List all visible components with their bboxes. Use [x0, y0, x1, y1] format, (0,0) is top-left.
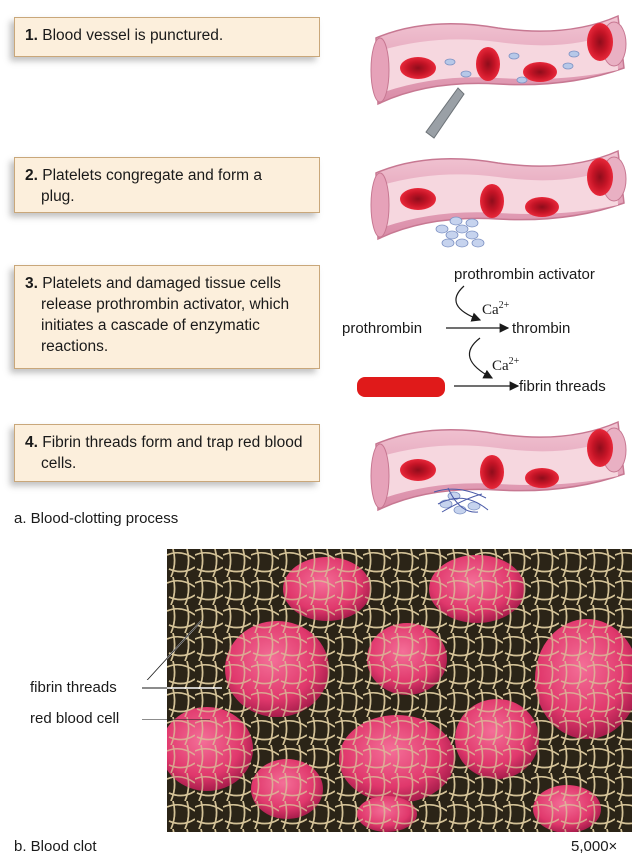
label-thrombin: thrombin [512, 320, 571, 337]
label-fibrin-threads-cascade: fibrin threads [519, 378, 606, 395]
label-prothrombin-activator: prothrombin activator [454, 266, 595, 283]
caption-part-a: a. Blood-clotting process [14, 510, 179, 527]
micrograph-leader-lines [146, 620, 203, 680]
label-red-blood-cell-micro: red blood cell [30, 710, 120, 727]
needle [425, 87, 465, 139]
step-3-text: Platelets and damaged tissue cells relea… [41, 275, 290, 355]
label-fibrin-threads-micro: fibrin threads [30, 679, 117, 696]
redaction-bar [357, 377, 445, 397]
vessel-platelet-plug-illustration [370, 149, 627, 248]
step-2-number: 2. [25, 167, 38, 184]
vessel-fibrin-clot-illustration [370, 420, 627, 515]
micrograph-leader-lines-2 [142, 687, 222, 720]
step-1-text: Blood vessel is punctured. [42, 27, 224, 44]
step-2-text: Platelets congregate and form a plug. [41, 167, 262, 205]
vessel-punctured-illustration [370, 14, 627, 139]
step-3-number: 3. [25, 275, 38, 292]
cascade-arrows [446, 285, 520, 391]
label-calcium-2: Ca2+ [492, 356, 520, 374]
caption-part-b: b. Blood clot [14, 838, 97, 855]
magnification-label: 5,000× [571, 838, 618, 855]
step-4-box: 4. Fibrin threads form and trap red bloo… [14, 424, 320, 482]
step-1-box: 1. Blood vessel is punctured. [14, 17, 320, 57]
label-calcium-1: Ca2+ [482, 300, 510, 318]
fibrin-mesh [433, 487, 489, 513]
rbc-group [400, 23, 613, 82]
label-prothrombin: prothrombin [342, 320, 423, 337]
step-2-box: 2. Platelets congregate and form a plug. [14, 157, 320, 213]
platelet-plug [435, 216, 485, 248]
blood-clot-micrograph [167, 549, 632, 832]
step-3-box: 3. Platelets and damaged tissue cells re… [14, 265, 320, 369]
step-4-text: Fibrin threads form and trap red blood c… [41, 434, 303, 472]
step-1-number: 1. [25, 27, 38, 44]
step-4-number: 4. [25, 434, 38, 451]
